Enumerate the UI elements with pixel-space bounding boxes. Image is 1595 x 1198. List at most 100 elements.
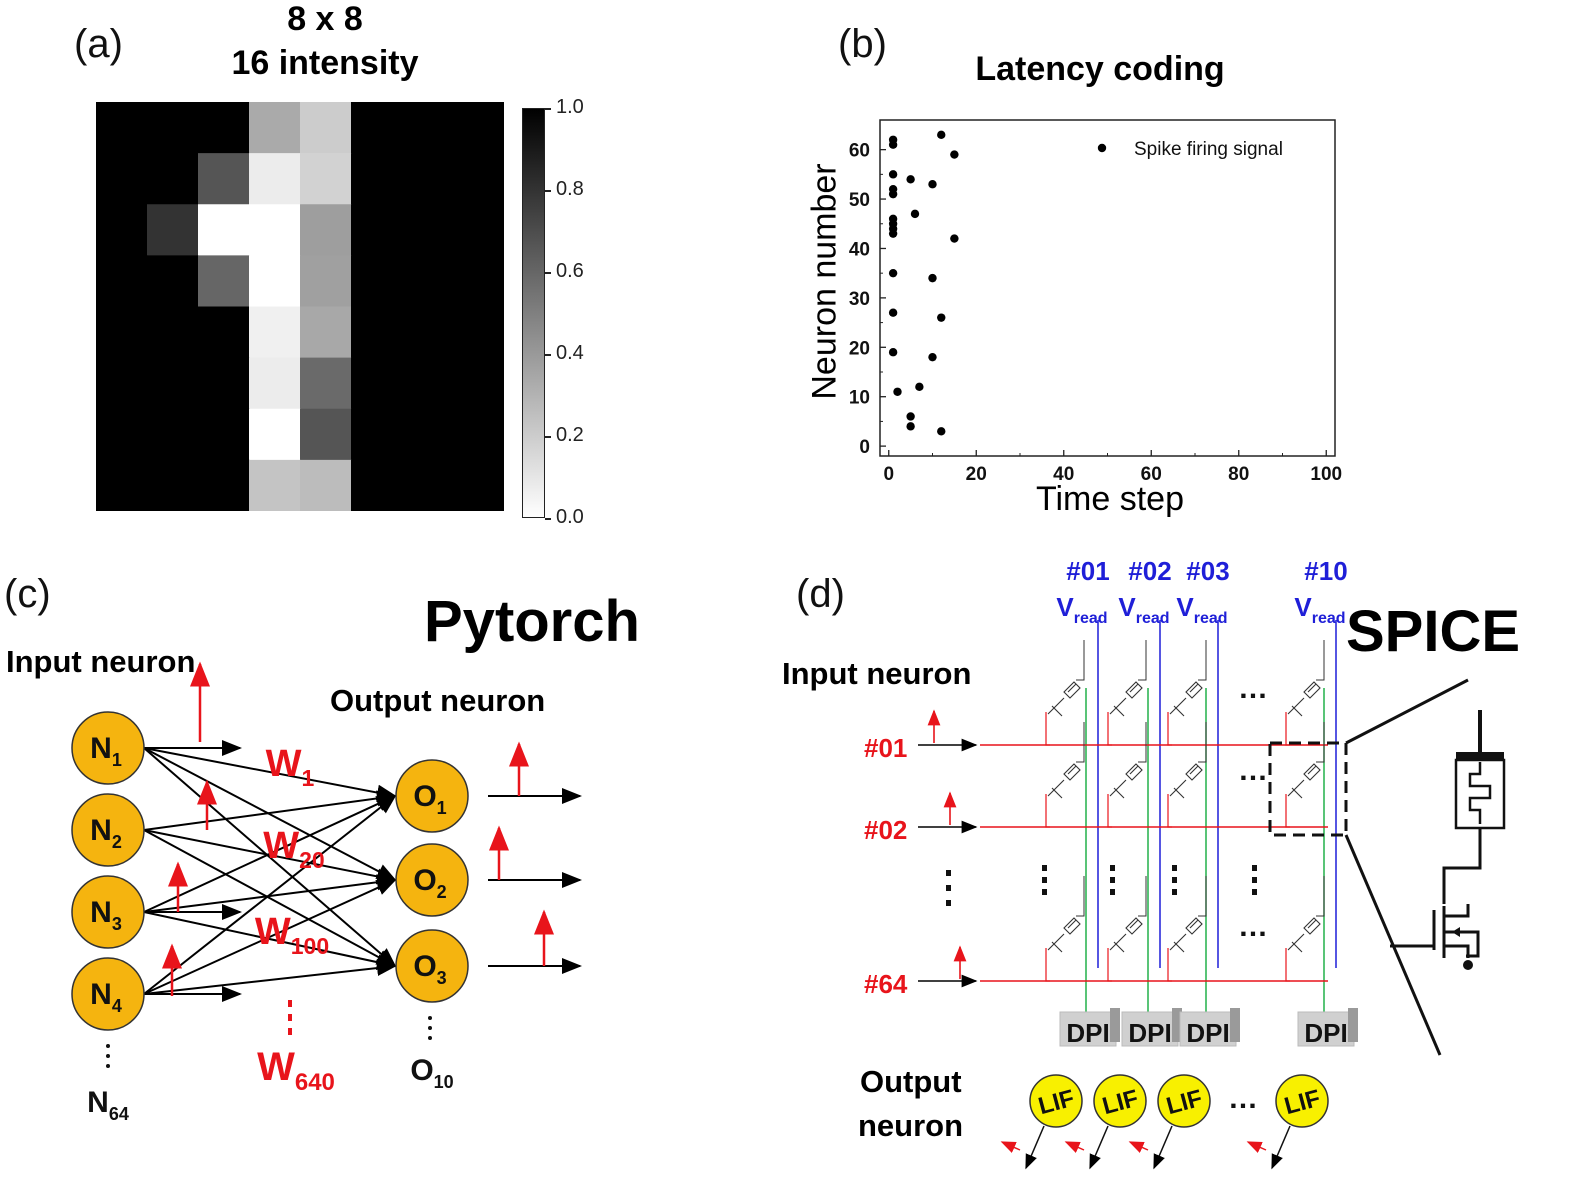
column-ellipsis: … (1238, 910, 1268, 943)
output-neuron-node (395, 929, 469, 1003)
pixel-cell (147, 306, 199, 359)
dpi-block-side (1230, 1008, 1240, 1042)
input-neuron-label: N3 (90, 896, 122, 934)
pixel-cell (453, 153, 504, 205)
column-id-label: #01 (1066, 556, 1109, 586)
spike-point (888, 140, 898, 149)
cell-row-connection (1285, 948, 1290, 982)
cell-column-connection (1076, 722, 1085, 763)
x-tick-label: 0 (883, 464, 894, 485)
plot-frame (879, 119, 1336, 457)
pixel-cell (402, 204, 454, 256)
cell-row-connection (1045, 794, 1050, 828)
pixel-cell (300, 357, 352, 410)
pixel-cell (249, 255, 301, 308)
mosfet-node (1463, 960, 1473, 970)
pixel-cell (96, 204, 148, 256)
y-tick-label: 10 (849, 388, 870, 409)
cell-row-connection (1167, 794, 1172, 828)
pixel-cell (249, 357, 301, 410)
synapse-line (143, 879, 397, 995)
colorbar-tick-label: 0.0 (556, 506, 584, 528)
output-neuron-label: O1 (413, 780, 446, 818)
panel-a-label: (a) (74, 22, 123, 66)
legend-marker (1097, 143, 1107, 153)
column-ellipsis: … (1238, 754, 1268, 787)
ellipsis-dot (428, 1016, 432, 1020)
pixel-cell (198, 102, 250, 154)
ellipsis-dot (106, 1054, 110, 1058)
dpi-block (1297, 1011, 1355, 1047)
spike-point (950, 150, 959, 159)
memristor-electrode (1456, 752, 1504, 760)
input-neuron-node (71, 875, 145, 949)
memristor-glyph (1185, 917, 1203, 935)
pixel-cell (198, 204, 250, 256)
pixel-cell (147, 357, 199, 410)
colorbar-tick-label: 0.4 (556, 342, 584, 364)
pixel-cell (300, 153, 352, 205)
panel-d-output-label-1: Output (860, 1064, 962, 1099)
mosfet-body (1444, 930, 1480, 958)
cell-column-connection (1138, 640, 1147, 681)
y-tick-label: 30 (849, 289, 870, 310)
memristor-glyph (1185, 763, 1203, 781)
row-ellipsis-dot (1172, 889, 1177, 895)
pixel-cell (96, 357, 148, 410)
pixel-cell (351, 306, 403, 359)
transistor-glyph (1109, 933, 1127, 953)
spike-point (888, 308, 898, 317)
input-neuron-last-label: N64 (87, 1086, 129, 1124)
spike-point (888, 170, 898, 179)
x-axis-label: Time step (1035, 480, 1184, 518)
transistor-glyph (1169, 933, 1187, 953)
ellipsis-dot (428, 1026, 432, 1030)
spike-point (893, 387, 902, 396)
transistor-glyph (1169, 697, 1187, 717)
spike-point (928, 273, 937, 283)
transistor-glyph (1287, 933, 1305, 953)
pixel-cell (147, 102, 199, 154)
memristor-glyph (1303, 763, 1321, 781)
output-neuron-label: O2 (413, 864, 446, 902)
spike-point (950, 234, 959, 243)
y-axis-label: Neuron number (805, 163, 844, 400)
cell-row-connection (1285, 794, 1290, 828)
colorbar (522, 108, 545, 518)
y-tick-label: 40 (849, 239, 870, 260)
spike-point (888, 268, 898, 278)
spike-point (888, 348, 898, 357)
memory-cell (1285, 876, 1325, 982)
x-tick-label: 40 (1053, 464, 1074, 485)
row-label-ellipsis-dot (946, 870, 951, 876)
row-id-label: #64 (864, 969, 908, 999)
pixel-cell (300, 204, 352, 256)
pixel-cell (402, 102, 454, 154)
memristor-filament (1468, 762, 1492, 824)
row-ellipsis-dot (1252, 889, 1257, 895)
spike-point (910, 209, 920, 219)
x-tick-label: 20 (966, 464, 987, 485)
memory-cell (1045, 722, 1085, 828)
panel-d-input-label: Input neuron (782, 656, 972, 691)
cell-column-connection (1138, 722, 1147, 763)
synapse-line (143, 911, 397, 971)
pixel-cell (300, 408, 352, 461)
pixel-cell (351, 408, 403, 461)
panel-d-output-label-2: neuron (858, 1108, 964, 1143)
lif-output-spike (1000, 1141, 1021, 1153)
memristor-glyph (1125, 917, 1143, 935)
pixel-cell (300, 102, 352, 154)
colorbar-tick-label: 0.8 (556, 178, 584, 200)
pixel-cell (453, 255, 504, 308)
pixel-cell (300, 255, 352, 308)
cell-row-connection (1107, 948, 1112, 982)
transistor-glyph (1109, 779, 1127, 799)
synapse-line (143, 790, 397, 831)
colorbar-tick-mark (545, 436, 551, 438)
pixel-cell (147, 459, 199, 511)
cell-row-connection (1167, 948, 1172, 982)
row-ellipsis-dot (1252, 865, 1257, 871)
column-id-label: #02 (1128, 556, 1171, 586)
